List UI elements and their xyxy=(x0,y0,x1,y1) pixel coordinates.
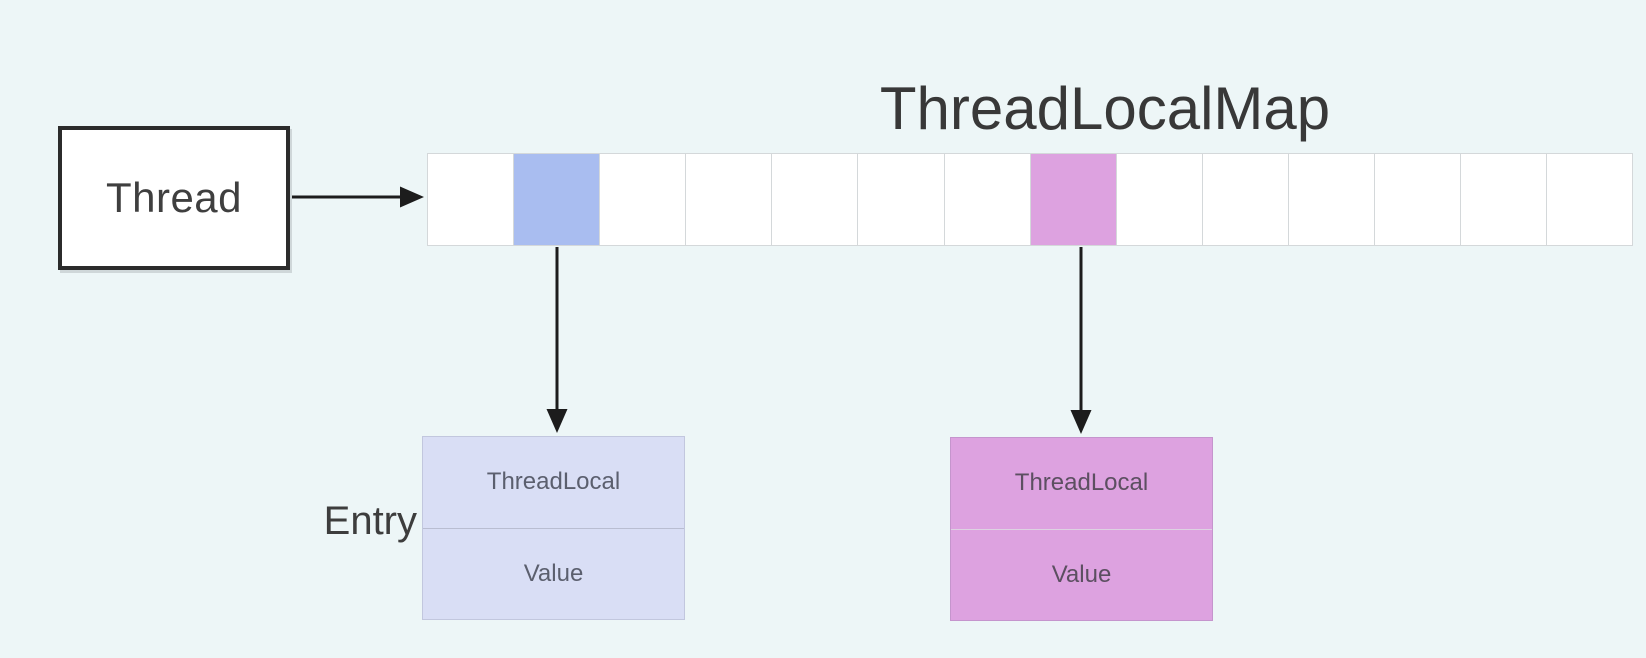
array-slot-10 xyxy=(1287,153,1376,246)
array-slot-0 xyxy=(427,153,515,246)
entry-right-value-label: Value xyxy=(1051,560,1112,588)
entry-right-threadlocal-label: ThreadLocal xyxy=(1014,469,1149,497)
entry-right-value-row: Value xyxy=(951,530,1212,621)
array-slot-1 xyxy=(513,153,601,246)
entry-left-value-row: Value xyxy=(423,529,684,620)
array-slot-2 xyxy=(599,153,687,246)
array-slot-5 xyxy=(857,153,945,246)
array-slot-7 xyxy=(1029,153,1117,246)
entry-label: Entry xyxy=(323,499,417,543)
diagram-title: ThreadLocalMap xyxy=(879,75,1331,142)
entry-left-threadlocal-row: ThreadLocal xyxy=(423,437,684,529)
entry-box-right: ThreadLocal Value xyxy=(950,437,1213,621)
thread-box-label: Thread xyxy=(105,174,243,221)
array-slot-12 xyxy=(1460,153,1548,246)
array-slot-11 xyxy=(1374,153,1462,246)
entry-box-left: ThreadLocal Value xyxy=(422,436,685,620)
array-slot-13 xyxy=(1546,153,1634,246)
thread-box: Thread xyxy=(58,126,290,270)
array-slot-3 xyxy=(685,153,773,246)
array-slot-6 xyxy=(943,153,1031,246)
entry-left-threadlocal-label: ThreadLocal xyxy=(486,468,621,496)
entry-left-value-label: Value xyxy=(523,559,584,587)
entry-right-threadlocal-row: ThreadLocal xyxy=(951,438,1212,530)
array-slot-8 xyxy=(1115,153,1203,246)
threadlocalmap-array xyxy=(427,153,1634,246)
array-slot-9 xyxy=(1201,153,1289,246)
array-slot-4 xyxy=(771,153,859,246)
